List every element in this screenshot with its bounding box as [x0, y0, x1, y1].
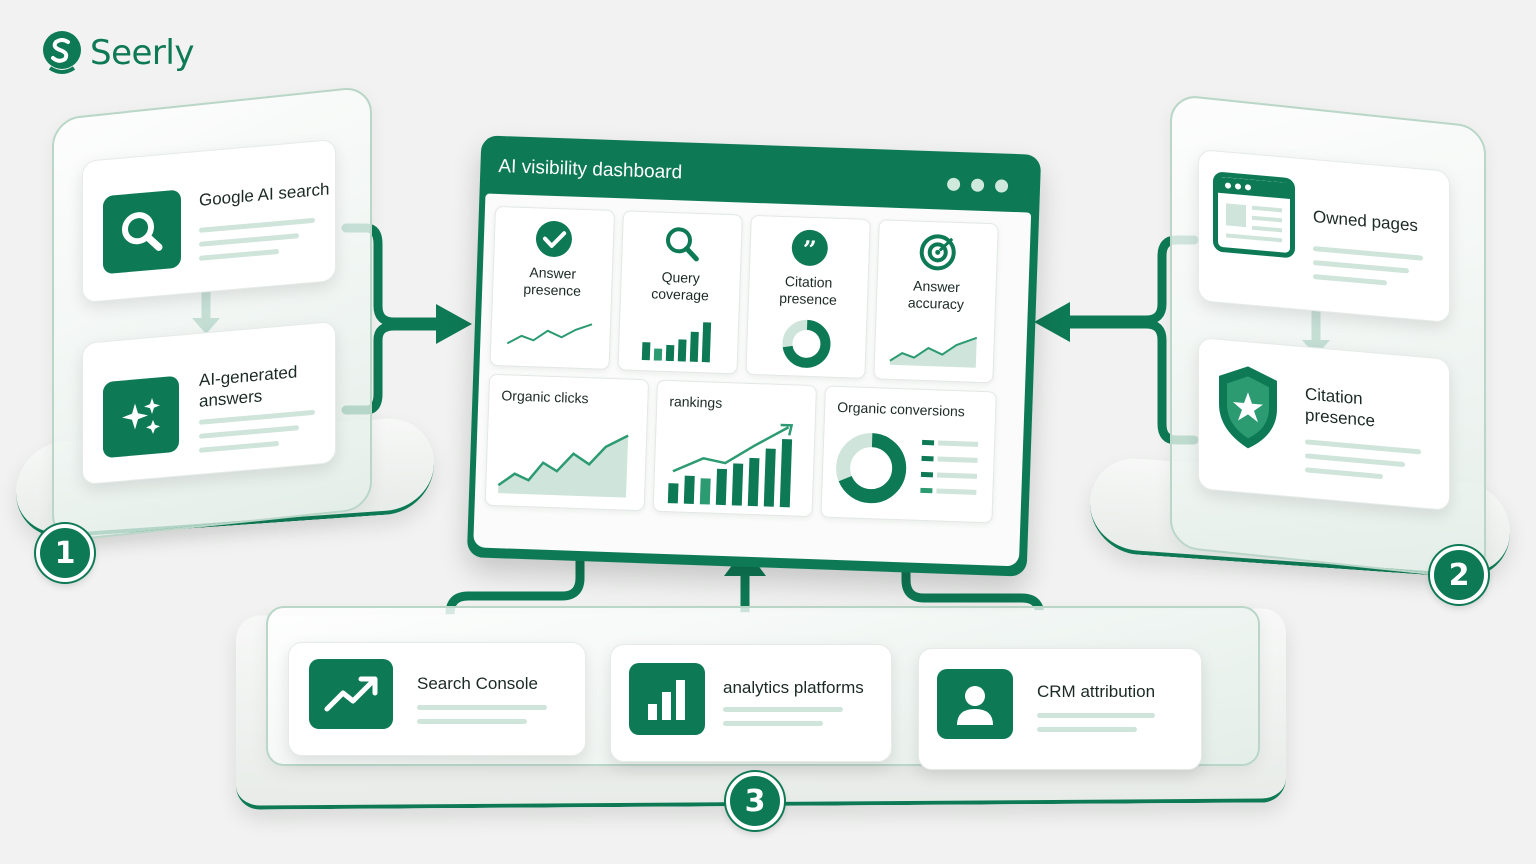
- panel-label: Organic clicks: [501, 387, 589, 407]
- source-card-analytics-platforms[interactable]: analytics platforms: [610, 644, 892, 762]
- window-dot: [994, 179, 1009, 193]
- area-chart-icon: [497, 434, 629, 498]
- kpi-answer-presence[interactable]: Answer presence: [489, 205, 616, 370]
- brand-name: Seerly: [90, 33, 194, 73]
- kpi-label: Query coverage: [651, 268, 710, 304]
- search-icon: [665, 227, 699, 262]
- card-line: [199, 409, 315, 425]
- card-line: [199, 233, 299, 247]
- step-number-3: 3: [726, 772, 784, 830]
- source-card-ai-generated-answers[interactable]: AI-generated answers: [82, 320, 336, 486]
- kpi-query-coverage[interactable]: Query coverage: [617, 210, 743, 375]
- panel-label: rankings: [669, 393, 723, 411]
- panel-label: Organic conversions: [836, 398, 966, 420]
- card-line: [1305, 467, 1383, 480]
- panel-organic-clicks[interactable]: Organic clicks: [484, 373, 650, 512]
- seerly-logo-icon: [43, 31, 81, 74]
- bar-trend-icon: [667, 423, 794, 508]
- card-line: [1313, 274, 1387, 286]
- card-title: analytics platforms: [723, 678, 864, 697]
- source-card-crm-attribution[interactable]: CRM attribution: [918, 648, 1202, 770]
- card-line: [417, 705, 547, 710]
- card-line: [723, 721, 823, 726]
- svg-text:”: ”: [802, 235, 817, 264]
- kpi-answer-accuracy[interactable]: Answer accuracy: [873, 219, 999, 384]
- card-line: [1037, 713, 1155, 718]
- shield-star-icon: [1213, 359, 1283, 455]
- card-line: [723, 707, 843, 712]
- card-title: Search Console: [417, 674, 538, 693]
- panel-organic-conversions[interactable]: Organic conversions: [820, 385, 997, 524]
- card-title: Citation presence: [1305, 384, 1375, 431]
- card-title: Owned pages: [1313, 207, 1418, 236]
- kpi-citation-presence[interactable]: ” Citation presence: [745, 214, 871, 379]
- source-card-citation-presence[interactable]: Citation presence: [1198, 336, 1450, 512]
- quote-icon: ”: [791, 229, 828, 266]
- card-line: [199, 217, 315, 233]
- search-icon: [103, 189, 181, 275]
- card-line: [1037, 727, 1137, 732]
- bar-chart-icon: [629, 663, 705, 735]
- card-line: [1313, 260, 1409, 274]
- card-line: [1305, 439, 1421, 455]
- dashboard-body: Answer presence Query coverage ” Citatio…: [473, 193, 1032, 567]
- card-line: [1313, 246, 1423, 261]
- area-sparkline-icon: [889, 336, 978, 368]
- card-title: AI-generated answers: [199, 362, 298, 411]
- legend-lines-icon: [920, 439, 979, 495]
- sparkline-icon: [506, 323, 593, 345]
- step-number-1: 1: [36, 524, 94, 582]
- user-icon: [937, 669, 1013, 739]
- brand-logo: Seerly: [40, 30, 194, 76]
- step-number-2: 2: [1430, 546, 1488, 604]
- card-line: [1305, 453, 1405, 468]
- sparkle-chat-icon: [103, 375, 179, 459]
- card-line: [199, 425, 299, 439]
- trend-up-icon: [309, 659, 393, 729]
- kpi-label: Answer accuracy: [907, 277, 965, 313]
- dashboard-title: AI visibility dashboard: [498, 155, 683, 184]
- card-line: [199, 248, 279, 261]
- card-line: [199, 440, 279, 453]
- card-title: CRM attribution: [1037, 682, 1156, 701]
- target-icon: [919, 234, 956, 271]
- check-circle-icon: [535, 220, 572, 257]
- card-title: Google AI search: [199, 179, 330, 210]
- window-dot: [970, 178, 985, 192]
- kpi-label: Citation presence: [778, 273, 838, 308]
- source-card-google-ai-search[interactable]: Google AI search: [82, 138, 336, 304]
- source-card-search-console[interactable]: Search Console: [288, 642, 586, 756]
- browser-window-icon: [1213, 171, 1295, 259]
- donut-chart-icon: [782, 319, 831, 368]
- kpi-label: Answer presence: [523, 264, 582, 299]
- bar-chart-icon: [641, 322, 712, 363]
- card-line: [417, 719, 527, 724]
- panel-rankings[interactable]: rankings: [652, 379, 818, 518]
- window-dot: [946, 177, 961, 192]
- source-card-owned-pages[interactable]: Owned pages: [1198, 148, 1450, 324]
- donut-chart-icon: [836, 433, 907, 504]
- ai-visibility-dashboard[interactable]: AI visibility dashboard Answer presence …: [466, 135, 1042, 577]
